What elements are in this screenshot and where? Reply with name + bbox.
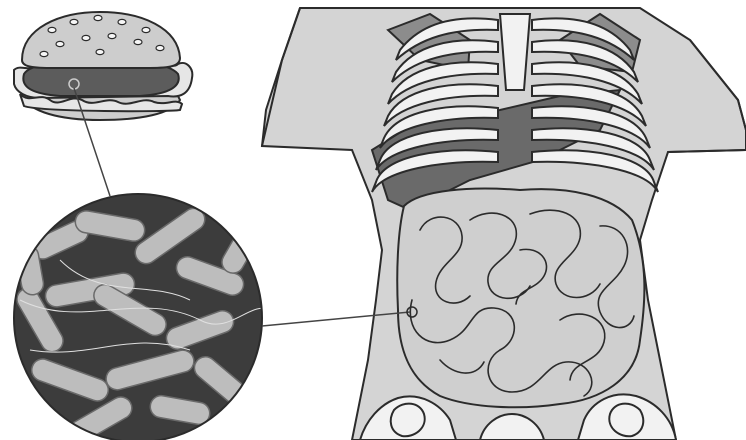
sesame-seed — [96, 49, 104, 54]
sternum — [500, 14, 530, 90]
sesame-seed — [108, 33, 116, 38]
bacteria-micrograph — [13, 194, 270, 440]
sesame-seed — [48, 27, 56, 32]
sesame-seed — [118, 19, 126, 24]
sesame-seed — [82, 35, 90, 40]
small-intestine — [397, 189, 644, 408]
sesame-seed — [142, 27, 150, 32]
hamburger-icon — [14, 12, 192, 120]
sesame-seed — [134, 39, 142, 44]
sesame-seed — [70, 19, 78, 24]
sesame-seed — [156, 45, 164, 50]
sesame-seed — [94, 15, 102, 20]
sesame-seed — [40, 51, 48, 56]
sesame-seed — [56, 41, 64, 46]
